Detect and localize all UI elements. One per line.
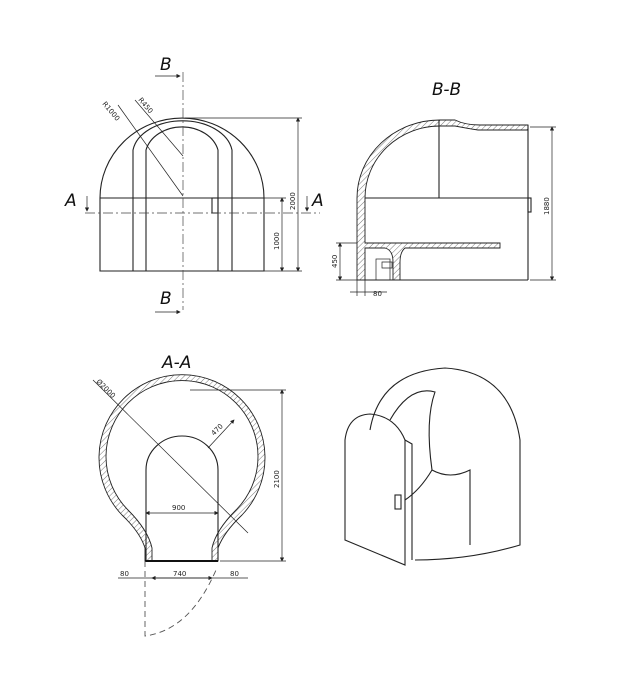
bb-hatched-shell [356,119,529,281]
dim-2100-label: 2100 [273,470,281,488]
section-mark-a-left: A [64,191,77,211]
inner-arch-inner [145,126,219,271]
iso-handle [394,494,402,510]
dim-2000-label: 2000 [289,192,297,210]
isometric-view [344,367,521,566]
handle [211,197,219,214]
iso-dome-opening [389,390,436,501]
dim-450-label: 450 [331,255,339,268]
inner-arch-outer [132,120,233,271]
dim-diameter-label: Ø2000 [95,378,117,400]
diameter-leader [92,379,249,534]
front-view: R1000 R450 2000 1000 B B A A [64,55,324,315]
dim-900-label: 900 [172,504,185,512]
section-bb: B-B 1880 450 80 [331,80,556,298]
r1000-label: R1000 [100,100,121,123]
aa-inner-arch [145,435,219,561]
dim-740-label: 740 [173,570,186,578]
dim-80-label: 80 [373,290,382,298]
dim-80-right-label: 80 [230,570,239,578]
r1000-leader [117,104,184,197]
section-mark-b-top: B [160,55,172,75]
section-mark-b-bottom: B [160,289,172,309]
dim-470-label: 470 [210,422,225,437]
dim-80-left-label: 80 [120,570,129,578]
section-mark-a-right: A [311,191,324,211]
dim-1000-label: 1000 [273,232,281,250]
section-bb-title: B-B [432,80,461,100]
dim-1880-label: 1880 [543,197,551,215]
door-swing-arc [144,561,217,637]
section-aa: A-A Ø2000 470 900 2100 80 740 80 [92,353,286,637]
bb-handle [527,197,532,213]
iso-dome [369,367,521,561]
section-aa-title: A-A [161,353,191,373]
r450-leader [134,99,184,157]
iso-door-front [344,413,406,566]
